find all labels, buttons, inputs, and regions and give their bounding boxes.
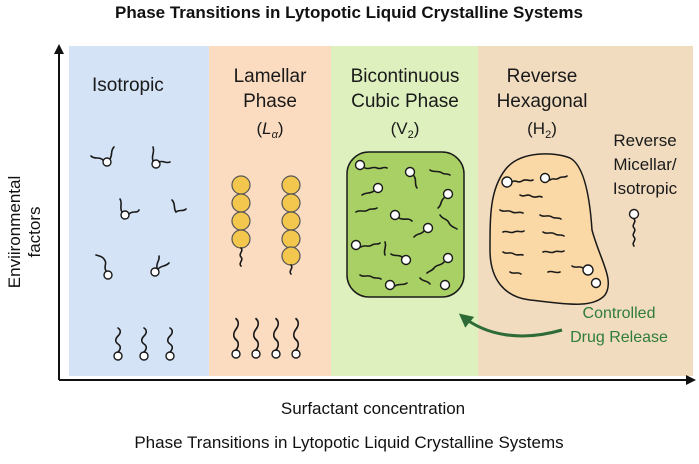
isotropic-label: Isotropic [92,75,164,96]
diagram-title: Phase Transitions in Lytopotic Liquid Cr… [115,3,583,22]
drug-release-label-line1: Controlled [583,305,656,322]
hexagonal-label-line2: Hexagonal [497,91,588,112]
lamellar-symbol: (Lα) [256,119,283,141]
lamellar-label-line2: Phase [243,91,297,112]
lamellar-symbol-subscript: α [272,129,279,141]
drug-release-arrow [458,313,563,338]
micellar-molecule [628,208,640,247]
cubic-symbol: (V2) [391,119,420,141]
cubic-symbol-letter: V [396,119,408,138]
drug-release-label-line2: Drug Release [570,329,668,346]
cubic-label-line2: Cubic Phase [351,91,459,112]
lamellar-symbol-letter: L [262,119,271,138]
y-axis-label: Enviironmental factors [5,176,44,288]
lamellar-bilayer-row [231,317,301,359]
micellar-label-line3: Isotropic [613,179,678,198]
hexagonal-phase-blob [489,153,610,305]
hexagonal-symbol-subscript: 2 [545,129,551,141]
lamellar-stack-left [231,175,251,267]
lamellar-stack-right [281,175,301,275]
cubic-symbol-subscript: 2 [408,129,414,141]
isotropic-molecules [90,146,187,361]
x-axis-label: Surfactant concentration [281,399,465,418]
cubic-phase-block [346,151,465,298]
lamellar-stacks [231,175,301,359]
hexagonal-label-line1: Reverse [507,66,578,87]
micellar-label-line1: Reverse [613,131,676,150]
micellar-label-line2: Micellar/ [613,155,677,174]
y-axis-label-line1: Enviironmental [5,176,24,288]
hexagonal-symbol: (H2) [527,119,557,141]
figure-caption: Phase Transitions in Lytopotic Liquid Cr… [134,433,563,452]
hexagonal-symbol-letter: H [533,119,545,138]
lamellar-region [209,46,331,376]
cubic-label-line1: Bicontinuous [351,66,460,87]
lamellar-label-line1: Lamellar [234,66,308,87]
y-axis-label-line2: factors [25,206,44,257]
